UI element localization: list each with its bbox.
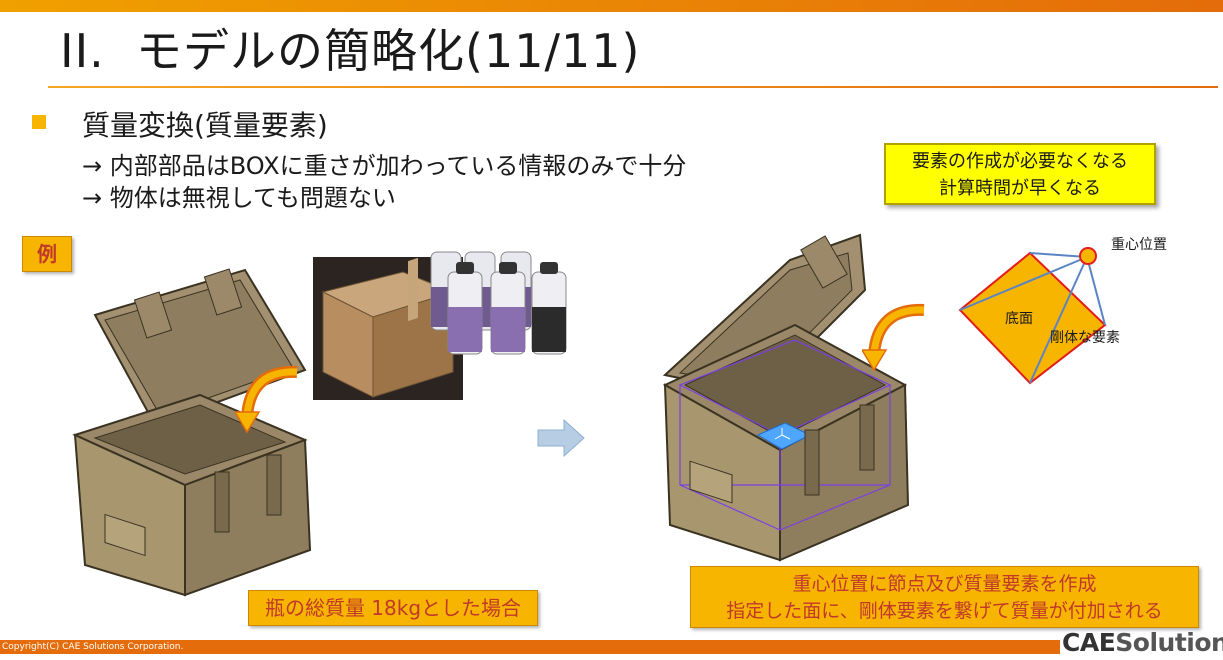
bottle-mass-caption: 瓶の総質量 18kgとした場合: [248, 590, 538, 626]
logo-prefix: CAE: [1062, 628, 1116, 657]
mass-element-diagram: 重心位置 底面 剛体な要素: [958, 237, 1167, 385]
sub-point-1: → 内部部品はBOXに重さが加わっている情報のみで十分: [82, 152, 687, 180]
cg-label: 重心位置: [1111, 237, 1167, 253]
benefit-note-line-1: 要素の作成が必要なくなる: [912, 151, 1128, 172]
copyright-text: Copyright(C) CAE Solutions Corporation.: [2, 642, 184, 652]
mass-element-caption-line-1: 重心位置に節点及び質量要素を作成: [792, 573, 1097, 595]
transform-arrow-icon: [537, 418, 585, 458]
sub-point-2: → 物体は無視しても問題ない: [82, 184, 396, 212]
curved-arrow-icon-right: [862, 303, 925, 372]
rigid-element-label: 剛体な要素: [1050, 330, 1120, 346]
bullet-heading: 質量変換(質量要素): [82, 109, 328, 142]
center-of-gravity-node: [1079, 247, 1097, 265]
bullet-marker: [32, 115, 46, 129]
curved-arrow-icon: [235, 365, 298, 434]
bottom-face-label: 底面: [1005, 311, 1033, 327]
mass-element-caption-line-2: 指定した面に、剛体要素を繋げて質量が付加される: [726, 600, 1163, 622]
top-accent-bar: [0, 0, 1223, 12]
bottle-group: [430, 251, 567, 355]
title-underline: [48, 86, 1218, 88]
example-label: 例: [22, 236, 72, 272]
footer-bar: [0, 640, 1060, 654]
benefit-note-box: 要素の作成が必要なくなる 計算時間が早くなる: [884, 143, 1156, 205]
cardboard-box-and-bottles-image: [313, 251, 567, 400]
mass-element-caption: 重心位置に節点及び質量要素を作成 指定した面に、剛体要素を繋げて質量が付加される: [690, 566, 1199, 628]
logo-suffix: Solutions: [1115, 628, 1223, 657]
simplified-box-illustration: [662, 233, 910, 562]
benefit-note-line-2: 計算時間が早くなる: [939, 178, 1101, 199]
slide-title: II. モデルの簡略化(11/11): [60, 24, 641, 78]
